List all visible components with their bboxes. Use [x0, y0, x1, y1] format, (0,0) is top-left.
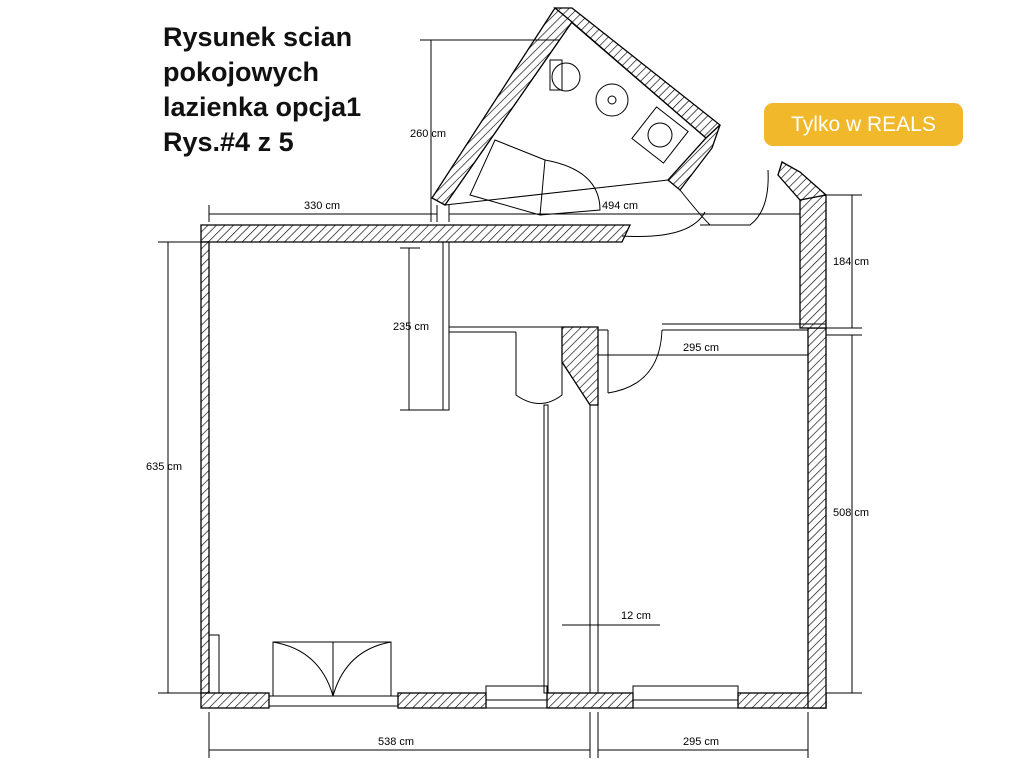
hall-door-swing — [621, 211, 706, 237]
bathroom-wall-right — [667, 124, 721, 191]
dim-label-295-top: 295 cm — [683, 342, 719, 354]
title-line-4: Rys.#4 z 5 — [163, 127, 294, 157]
dim-label-184: 184 cm — [833, 256, 869, 268]
bottom-wall-middle-segment — [397, 692, 487, 709]
bottom-wall-center-segment — [546, 692, 634, 709]
left-radiator — [208, 634, 220, 694]
bathroom-wall-left — [431, 7, 573, 206]
title-line-2: pokojowych — [163, 57, 320, 87]
closet-outline — [515, 332, 563, 404]
washing-machine-drum — [647, 122, 673, 148]
title-line-1: Rysunek scian — [163, 22, 353, 52]
window-center — [485, 685, 548, 709]
shower-door-swing — [539, 159, 601, 216]
toilet-tank — [549, 59, 563, 91]
left-wall — [200, 241, 210, 694]
balcony-door-left-swing — [272, 641, 334, 697]
corridor-wall — [442, 241, 450, 411]
door-swing-right-room — [607, 329, 663, 394]
dim-label-295-bottom: 295 cm — [683, 736, 719, 748]
top-wall — [200, 224, 632, 243]
dim-label-260: 260 cm — [410, 128, 446, 140]
sink-drain — [607, 95, 617, 105]
bathroom-floor-outline — [443, 21, 707, 206]
washing-machine-icon — [631, 106, 689, 164]
dim-label-635: 635 cm — [146, 461, 182, 473]
dim-label-12: 12 cm — [621, 610, 651, 622]
dim-label-330: 330 cm — [304, 200, 340, 212]
right-wall-upper — [799, 194, 827, 329]
sink-icon — [595, 83, 629, 117]
window-right — [632, 685, 739, 709]
bottom-wall-left-segment — [200, 692, 270, 709]
balcony-door-right-swing — [332, 641, 392, 697]
dim-label-508: 508 cm — [833, 507, 869, 519]
partition-wall — [589, 404, 599, 694]
balcony-door-right-leaf — [332, 641, 392, 697]
balcony-door-left-leaf — [272, 641, 334, 697]
dim-label-494: 494 cm — [602, 200, 638, 212]
entry-door-swing — [700, 169, 769, 226]
partition-wall-inner — [543, 404, 549, 694]
partition-column — [561, 326, 599, 406]
reals-exclusive-badge[interactable]: Tylko w REALS — [764, 103, 963, 146]
drawing-title: Rysunek scian pokojowych lazienka opcja1… — [163, 20, 361, 160]
toilet-icon — [551, 62, 581, 92]
right-wall-top-block — [777, 161, 828, 201]
dim-label-538: 538 cm — [378, 736, 414, 748]
title-line-3: lazienka opcja1 — [163, 92, 362, 122]
dim-label-235: 235 cm — [393, 321, 429, 333]
window-left — [268, 695, 399, 707]
right-wall-lower — [807, 327, 827, 709]
bathroom-door-swing — [679, 189, 711, 226]
